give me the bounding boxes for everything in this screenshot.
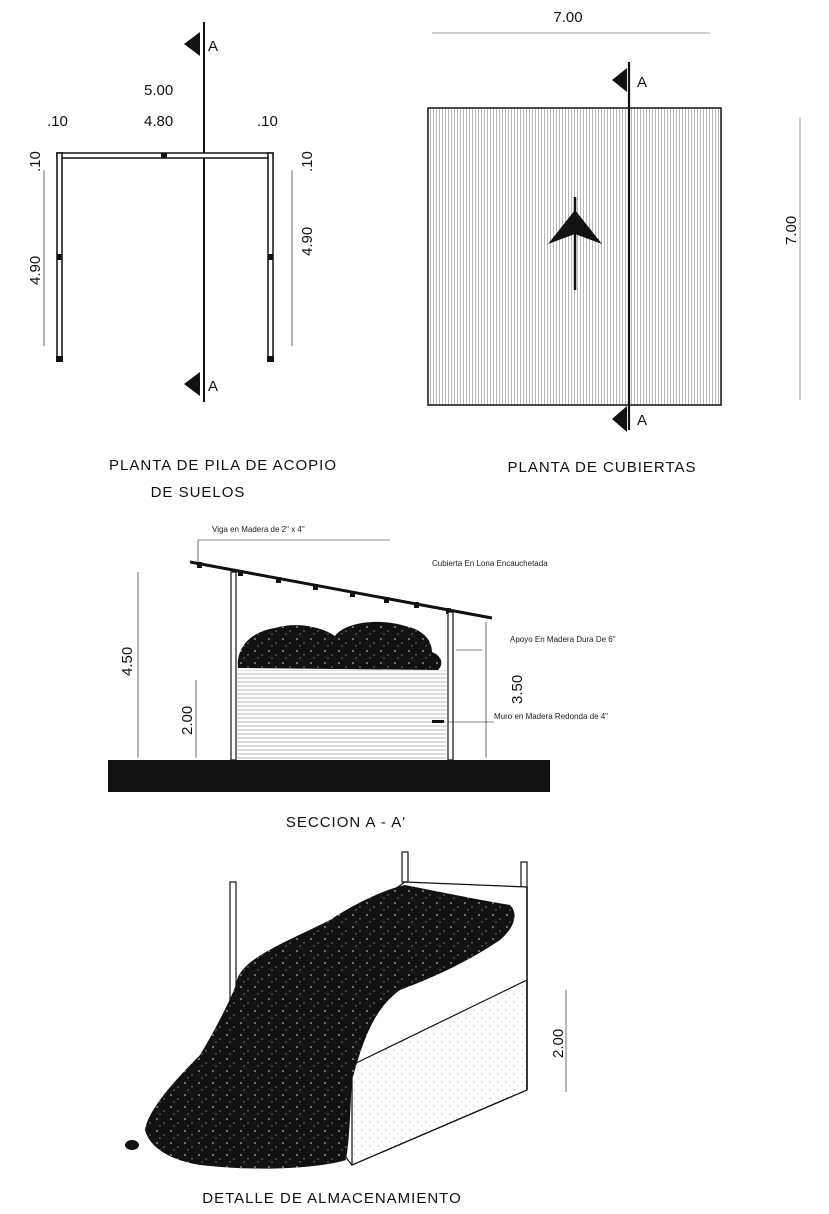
section-a-a: Viga en Madera de 2" x 4" Cubierta En Lo… (108, 525, 616, 831)
section-mark-label: A (208, 38, 218, 55)
dimension-bin-height: 2.00 (550, 1029, 567, 1058)
title-storage-detail: DETALLE DE ALMACENAMIENTO (202, 1190, 462, 1207)
note-wall: Muro en Madera Redonda de 4" (494, 712, 608, 721)
section-arrow-top: A (184, 32, 218, 56)
note-beam: Viga en Madera de 2" x 4" (212, 525, 305, 534)
dimension-roof-height: 7.00 (783, 216, 800, 245)
section-arrow-bottom: A (612, 406, 647, 432)
section-mark-label: A (637, 412, 647, 429)
right-post (520, 861, 528, 888)
dimension-right-wall: .10 (257, 113, 278, 130)
title-roof-plan: PLANTA DE CUBIERTAS (507, 459, 696, 476)
section-arrow-bottom: A (184, 372, 218, 396)
soil-pile (237, 621, 442, 670)
roof-area (427, 107, 722, 406)
plan-storage-pile: A A 5.00 4.80 .10 .10 .10 4.90 .10 4.90 … (27, 22, 337, 501)
dimension-roof-width: 7.00 (553, 9, 582, 26)
back-post (401, 851, 409, 883)
dimension-left-side: 4.90 (27, 256, 44, 285)
roof-purlins (197, 562, 451, 614)
soil-pile (145, 885, 515, 1169)
post-marker (268, 254, 273, 260)
post-marker (56, 356, 63, 362)
left-post (229, 881, 237, 1001)
dimension-left-wall: .10 (47, 113, 68, 130)
section-mark-label: A (208, 378, 218, 395)
dimension-total-width: 5.00 (144, 82, 173, 99)
dimension-inner-width: 4.80 (144, 113, 173, 130)
round-wood-wall-marker (432, 720, 444, 723)
dimension-right-top: .10 (299, 151, 316, 172)
dimension-support-height: 3.50 (509, 675, 526, 704)
right-post (447, 611, 454, 761)
note-roof-cover: Cubierta En Lona Encauchetada (432, 559, 548, 568)
section-arrow-top: A (612, 68, 647, 92)
title-storage-pile-plan-line1: PLANTA DE PILA DE ACOPIO (109, 457, 337, 474)
post-marker (161, 153, 167, 158)
dimension-left-top: .10 (27, 151, 44, 172)
dimension-wall-height: 2.00 (179, 706, 196, 735)
section-mark-label: A (637, 74, 647, 91)
left-post (230, 571, 237, 761)
dimension-right-side: 4.90 (299, 227, 316, 256)
note-support: Apoyo En Madera Dura De 6" (510, 635, 616, 644)
roof-plan: 7.00 A A 7.00 PLANTA DE CUBIERTAS (427, 9, 801, 476)
soil-clump (125, 1140, 139, 1150)
title-section: SECCION A - A' (286, 814, 406, 831)
slope-arrow-icon (548, 197, 602, 290)
post-marker (57, 254, 62, 260)
ground-slab (108, 760, 550, 792)
title-storage-pile-plan-line2: DE SUELOS (151, 484, 246, 501)
post-marker (267, 356, 274, 362)
storage-detail: 2.00 DETALLE DE ALMACENAMIENTO (125, 851, 567, 1207)
soil-base (236, 715, 448, 760)
dimension-total-height: 4.50 (119, 647, 136, 676)
